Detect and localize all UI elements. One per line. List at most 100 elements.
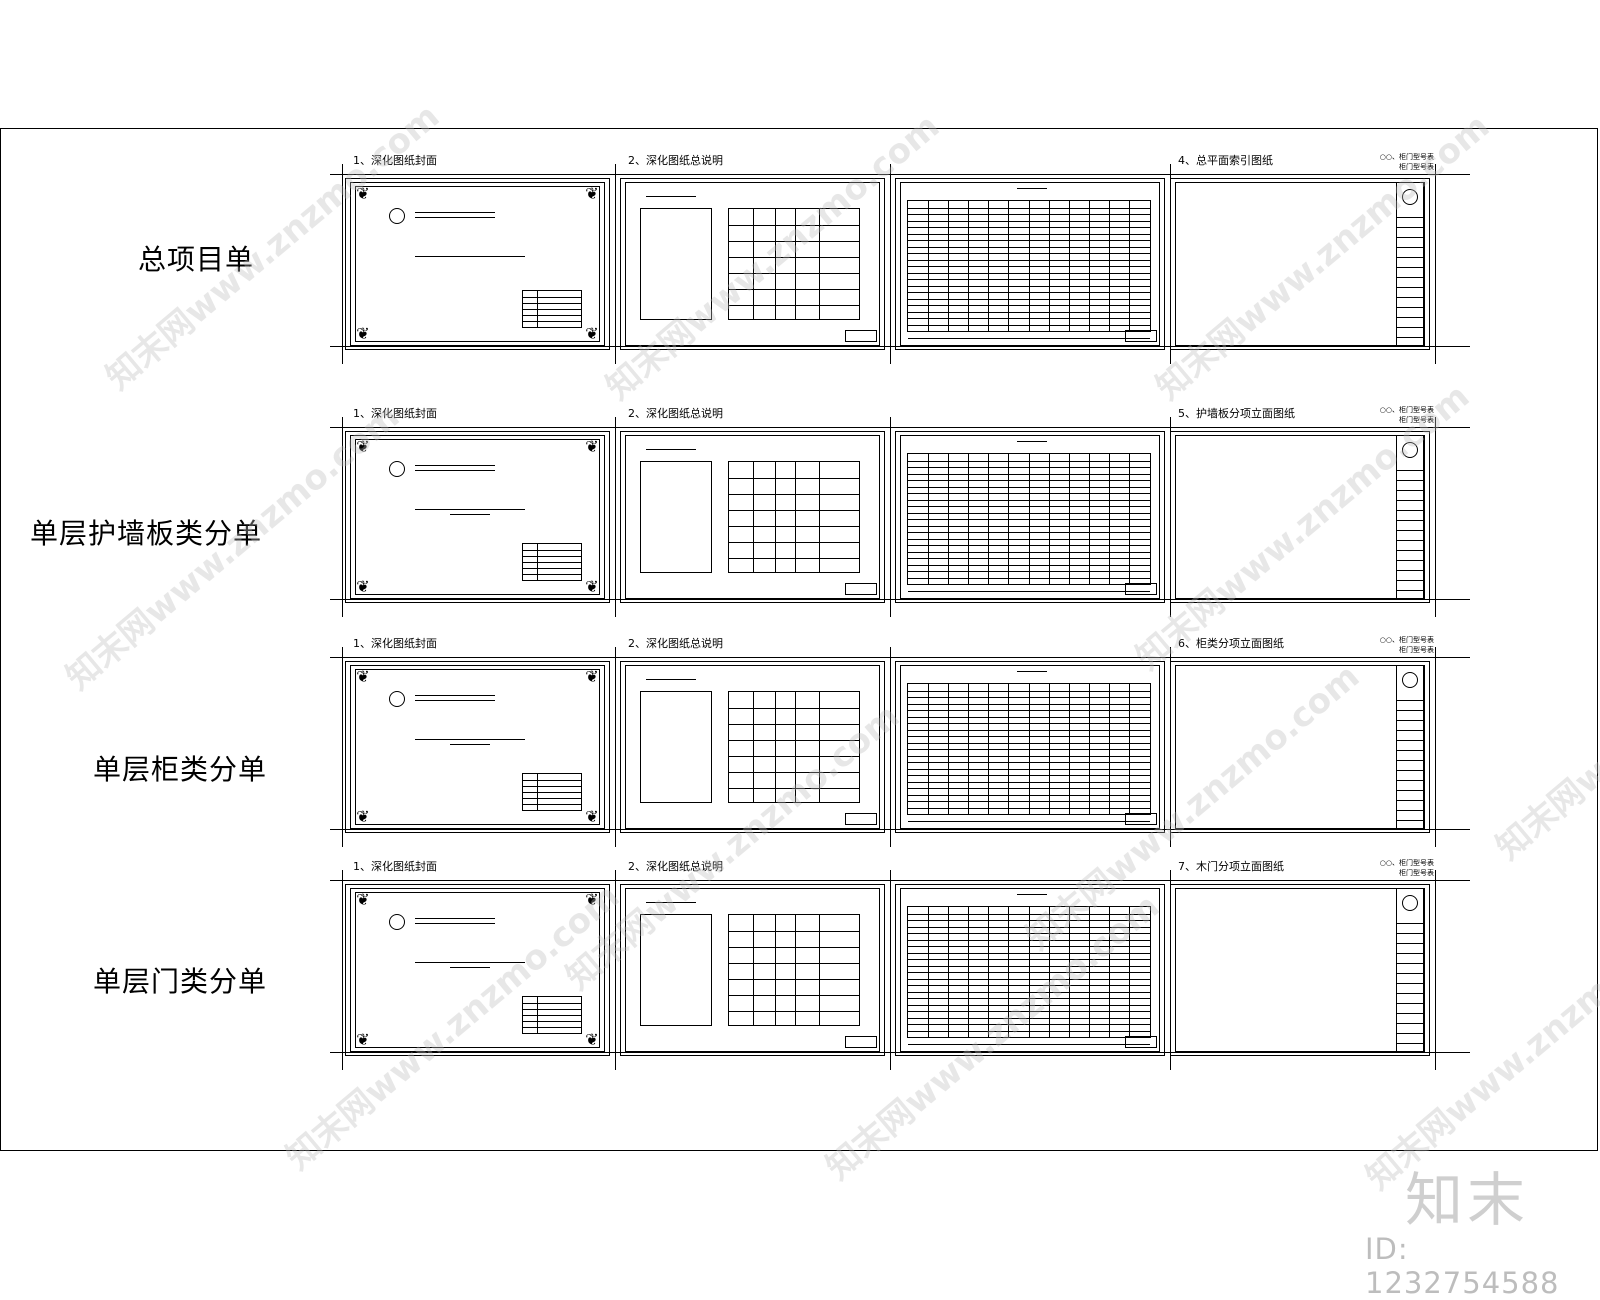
sheet-caption: 4、总平面索引图纸 (1178, 154, 1273, 167)
brand-logo-text: 知末 (1405, 1166, 1530, 1234)
table-line (523, 568, 581, 569)
table-line (523, 780, 581, 781)
title-block (1396, 888, 1424, 1052)
table-line (775, 209, 776, 319)
sheet-border (1170, 431, 1430, 603)
guide-tick (615, 870, 616, 1070)
row-label: 总项目单 (138, 243, 255, 276)
sheet-caption: 7、木门分项立面图纸 (1178, 860, 1284, 873)
sheet-border (345, 661, 610, 833)
sheet-inner-border (1175, 888, 1425, 1052)
ornament-icon: ❦ (585, 1030, 599, 1049)
row-label: 单层柜类分单 (93, 753, 268, 786)
guide-line (330, 829, 1470, 830)
title-block-line (1397, 247, 1423, 248)
table-line (1048, 907, 1050, 1037)
table-line (819, 915, 820, 1025)
sheet-border (1170, 178, 1430, 350)
sheet-caption: 5、护墙板分项立面图纸 (1178, 407, 1295, 420)
title-block-line (1397, 770, 1423, 771)
drawing-sheet: 2、深化图纸总说明 (620, 154, 885, 350)
spec-table (728, 691, 860, 803)
ornament-icon: ❦ (585, 667, 599, 686)
cover-text-lines (415, 465, 495, 475)
title-block-line (1397, 550, 1423, 551)
cover-text-lines (415, 695, 495, 705)
title-stamp (845, 330, 877, 342)
row-label: 单层护墙板类分单 (30, 517, 263, 550)
guide-line (330, 1052, 1470, 1053)
title-block-line (1397, 720, 1423, 721)
table-line (1128, 454, 1130, 584)
cover-info-table (522, 996, 582, 1034)
sheet-inner-border (1175, 665, 1425, 829)
title-block-line (1397, 580, 1423, 581)
table-line (795, 915, 796, 1025)
table-line (1008, 684, 1010, 814)
cover-ornament-border (355, 669, 600, 825)
table-line (1088, 201, 1090, 331)
table-line (729, 542, 859, 543)
table-line (908, 814, 1150, 815)
company-logo-icon (389, 461, 405, 477)
title-block-line (1397, 217, 1423, 218)
table-line (537, 291, 538, 327)
cover-ornament-border (355, 892, 600, 1048)
table-line (1008, 907, 1010, 1037)
guide-tick (342, 417, 343, 617)
table-line (523, 1021, 581, 1022)
guide-line (330, 657, 1470, 658)
title-block-line (1397, 337, 1423, 338)
table-line (795, 462, 796, 572)
sheet-border (895, 431, 1165, 603)
table-line (753, 915, 754, 1025)
sheet-caption: 6、柜类分项立面图纸 (1178, 637, 1284, 650)
title-line (646, 196, 696, 201)
title-block-line (1397, 267, 1423, 268)
title-block-line (1397, 520, 1423, 521)
table-line (968, 684, 970, 814)
spec-table (728, 208, 860, 320)
table-line (1048, 454, 1050, 584)
company-logo-icon (389, 691, 405, 707)
title-block-line (1397, 800, 1423, 801)
drawing-sheet: 2、深化图纸总说明 (620, 860, 885, 1056)
table-line (1048, 684, 1050, 814)
title-line (646, 679, 696, 684)
table-line (729, 225, 859, 226)
table-line (729, 241, 859, 242)
title-line (1016, 894, 1047, 899)
title-stamp (1125, 583, 1157, 595)
drawing-sheet: 4、总平面索引图纸○○、柜门型号表柜门型号表 (1170, 153, 1434, 350)
table-line (908, 337, 1150, 339)
sheet-inner-border (625, 182, 880, 346)
table-line (1028, 454, 1030, 584)
title-block-line (1397, 480, 1423, 481)
title-block-line (1397, 1043, 1423, 1044)
row-label: 单层门类分单 (93, 965, 268, 998)
drawing-sheet: 2、深化图纸总说明 (620, 407, 885, 603)
title-block-line (1397, 287, 1423, 288)
table-line (729, 478, 859, 479)
sheet-inner-border (1175, 182, 1425, 346)
sheet-caption: 2、深化图纸总说明 (628, 860, 723, 873)
drawing-frame-box (640, 914, 712, 1026)
sheet-border (345, 431, 610, 603)
table-line (729, 963, 859, 964)
title-line (646, 449, 696, 454)
table-line (1128, 684, 1130, 814)
company-logo-icon (389, 914, 405, 930)
drawing-sheet: 7、木门分项立面图纸○○、柜门型号表柜门型号表 (1170, 859, 1434, 1056)
title-block-line (1397, 327, 1423, 328)
sheet-inner-border (625, 435, 880, 599)
title-block-line (1397, 307, 1423, 308)
guide-tick (342, 164, 343, 364)
drawing-sheet (895, 884, 1165, 1056)
sheet-inner-border (625, 888, 880, 1052)
table-line (1128, 907, 1130, 1037)
table-line (523, 574, 581, 575)
drawing-frame (0, 128, 1598, 1151)
ornament-icon: ❦ (585, 184, 599, 203)
title-block-line (1397, 963, 1423, 964)
